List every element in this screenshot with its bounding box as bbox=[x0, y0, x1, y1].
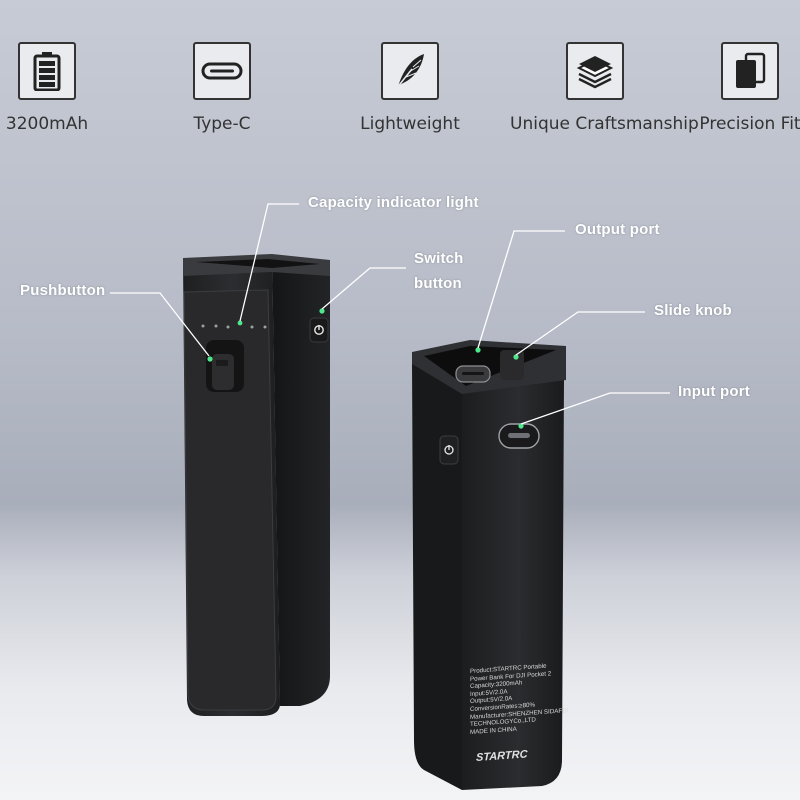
rear-switch-button bbox=[439, 435, 459, 465]
feather-icon bbox=[381, 42, 439, 100]
feature-label: 3200mAh bbox=[5, 114, 89, 134]
output-port bbox=[455, 347, 491, 383]
pushbutton bbox=[206, 340, 244, 392]
layers-icon bbox=[566, 42, 624, 100]
callout-capacity-indicator: Capacity indicator light bbox=[308, 194, 479, 211]
slide-knob bbox=[500, 350, 524, 380]
callout-switch-line2: button bbox=[414, 275, 462, 292]
battery-icon bbox=[18, 42, 76, 100]
usb-c-icon bbox=[193, 42, 251, 100]
stacked-cards-icon bbox=[721, 42, 779, 100]
feature-row: 3200mAh Type-C Lightweight bbox=[0, 0, 800, 150]
feature-type-c: Type-C bbox=[137, 42, 307, 134]
feature-precision-fit: Precision Fit bbox=[665, 42, 800, 134]
switch-button bbox=[309, 308, 329, 343]
callout-switch-line1: Switch bbox=[414, 250, 464, 267]
callout-slide-knob: Slide knob bbox=[654, 302, 732, 319]
capacity-indicator-lights bbox=[201, 320, 267, 329]
callout-input-port: Input port bbox=[678, 383, 750, 400]
input-port bbox=[498, 423, 540, 449]
feature-craftsmanship: Unique Craftsmanship bbox=[510, 42, 699, 134]
feature-label: Precision Fit bbox=[699, 114, 800, 134]
feature-label: Lightweight bbox=[360, 114, 460, 134]
callout-pushbutton: Pushbutton bbox=[20, 282, 106, 299]
feature-label: Type-C bbox=[193, 114, 251, 134]
feature-lightweight: Lightweight bbox=[325, 42, 495, 134]
callout-output-port: Output port bbox=[575, 221, 660, 238]
feature-capacity: 3200mAh bbox=[0, 42, 132, 134]
feature-label: Unique Craftsmanship bbox=[510, 114, 699, 134]
